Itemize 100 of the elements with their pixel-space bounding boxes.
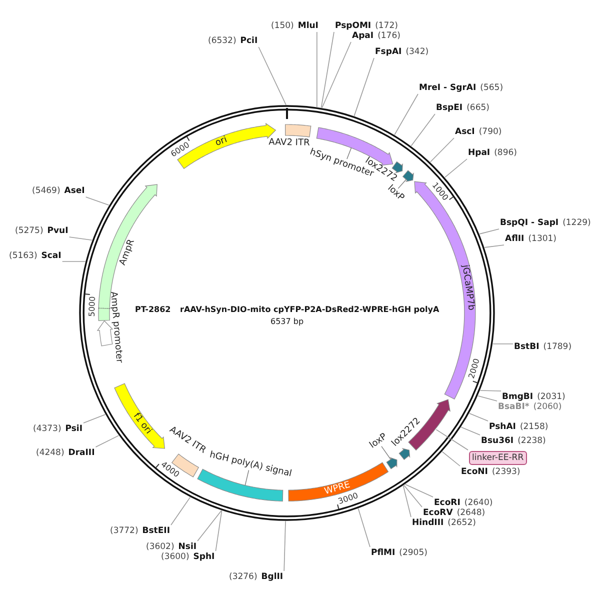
leader-line [258,46,286,106]
enzyme-name: EcoNI [461,467,488,477]
leader-line [394,94,418,136]
leader-line [320,32,334,108]
enzyme-name: BspEI [436,103,463,113]
enzyme-name: PflMI [371,548,396,558]
cut-position: (2238) [518,436,546,446]
feature-label: ori [214,135,229,149]
cut-position: (4373) [33,424,62,434]
scale-label: 5000 [86,296,97,318]
enzyme-name: BsaBI* [498,402,530,412]
enzyme-name: AflII [505,234,524,244]
leader-line [436,429,468,450]
cut-position: (2158) [520,422,548,432]
cut-position: (1229) [562,218,591,228]
leader-line [197,510,222,542]
cut-position: (3772) [110,526,138,536]
plasmid-size: 6537 bp [270,317,304,327]
leader-line [480,390,502,392]
leader-line [430,138,454,162]
cut-position: (176) [378,31,400,41]
leader-line [479,228,500,234]
enzyme-name: BstEII [142,526,170,536]
cut-position: (2060) [533,402,562,412]
cut-position: (2652) [448,518,476,528]
leader-line [410,114,436,146]
cut-position: (342) [406,47,429,57]
enzyme-name: PsiI [65,424,82,434]
enzyme-name: EcoRV [423,508,453,518]
leader-line [402,485,412,518]
cut-position: (4248) [36,448,64,458]
plasmid-feature [269,124,312,148]
leader-line [354,58,374,116]
feature-label: hGH poly(A) signal [209,450,294,480]
enzyme-name: MreI - SgrAI [419,83,476,93]
cut-position: (1301) [528,234,556,244]
leader-line [284,520,286,572]
leader-line [85,196,110,206]
leader-line [460,426,480,436]
cut-position: (3600) [161,552,190,562]
scale-label: 2000 [467,358,482,380]
leader-line [444,158,468,178]
enzyme-name: PvuI [47,226,68,236]
cut-position: (2393) [492,467,520,477]
cut-position: (5275) [15,226,44,236]
leader-line [68,236,92,240]
enzyme-name: AscI [455,127,475,137]
cut-position: (2905) [399,548,428,558]
scale-label: 3000 [338,491,360,506]
cut-position: (150) [271,21,294,31]
leader-line [478,395,498,402]
cut-position: (665) [466,103,490,113]
feature-tag: linker-EE-RR [469,451,527,465]
cut-position: (2031) [537,392,566,402]
leader-line [170,496,191,526]
cut-position: (3602) [146,542,174,552]
cut-position: (1789) [543,342,572,352]
enzyme-name: HindIII [412,518,444,528]
enzyme-name: Bsu36I [481,436,514,446]
enzyme-name: PshAI [489,422,516,432]
enzyme-name: BglII [261,572,284,582]
leader-line [404,484,422,508]
enzyme-name: PciI [240,36,258,46]
cut-position: (6532) [208,36,236,46]
leader-line [215,510,222,552]
enzyme-name: ApaI [352,31,374,41]
leader-line [492,343,514,344]
cut-position: (896) [494,148,517,158]
cut-position: (3276) [229,572,258,582]
leader-line [404,484,434,498]
enzyme-name: MluI [298,21,318,31]
plasmid-feature [114,383,165,450]
cut-position: (565) [480,83,504,93]
enzyme-name: BmgBI [502,392,534,402]
leader-line [83,414,106,424]
cut-position: (2640) [464,498,493,508]
feature-label: loxP [368,432,389,450]
cut-position: (2648) [456,508,486,518]
leader-line [322,42,352,108]
feature-label: AmpR [118,238,137,266]
plasmid-feature [96,290,124,364]
plasmid-feature [390,416,422,460]
cut-position: (172) [375,21,398,31]
cut-position: (790) [478,127,502,137]
enzyme-name: FspAI [375,47,402,57]
feature-label: f1 ori [130,411,153,436]
leader-line [62,261,86,262]
feature-label: loxP [384,183,406,204]
feature-label: AmpR promoter [108,291,124,364]
leader-line [358,508,370,548]
feature-label: jGCaMP7b [460,264,476,311]
leader-line [468,413,488,422]
enzyme-name: PspOMI [335,21,372,31]
plasmid-name: rAAV-hSyn-DIO-mito cpYFP-P2A-DsRed2-WPRE-hGH polyA [180,305,440,315]
enzyme-name: BspQI - SapI [500,218,559,228]
enzyme-name: SphI [193,552,215,562]
enzyme-name: EcoRI [434,498,460,508]
feature-label: AAV2 ITR [269,137,311,148]
enzyme-name: HpaI [468,148,490,158]
plasmid-id: PT-2862 [135,305,171,315]
